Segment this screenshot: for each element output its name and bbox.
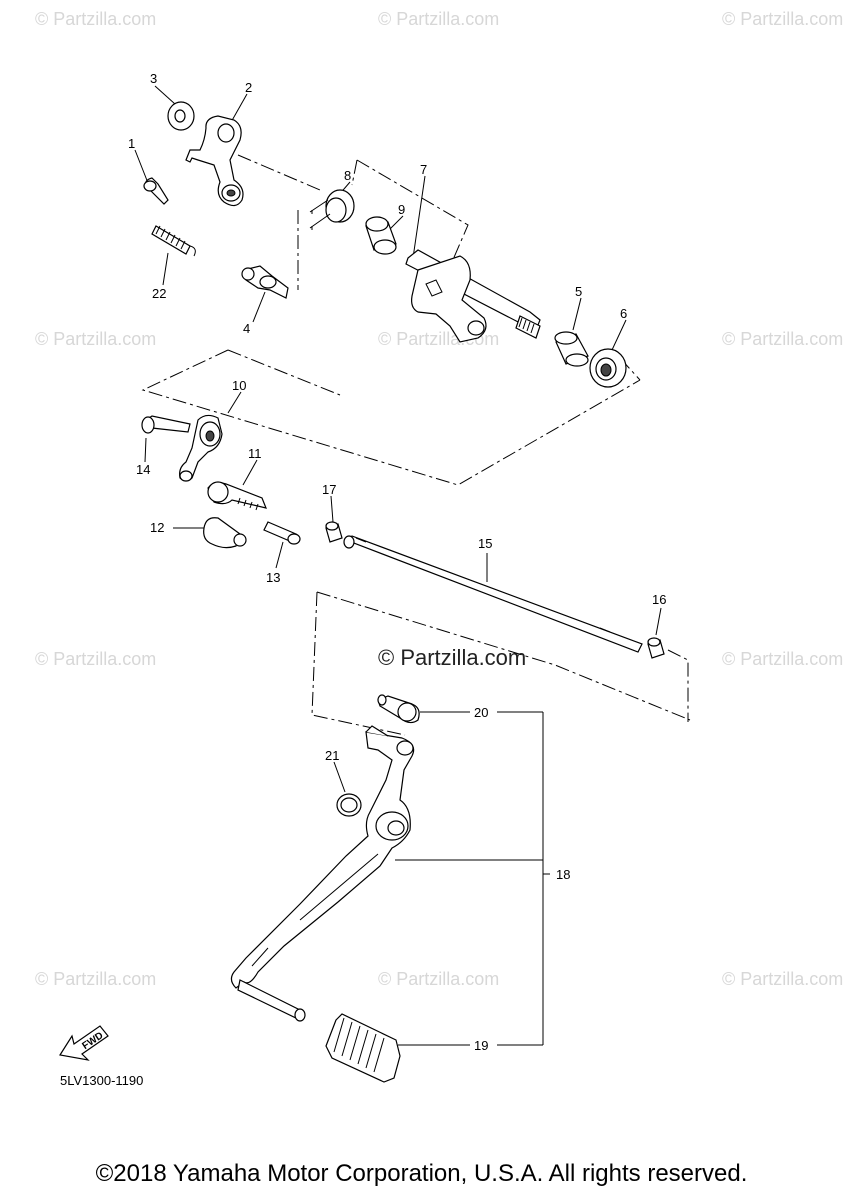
part-16-nut[interactable] bbox=[647, 637, 665, 659]
callout-8: 8 bbox=[344, 168, 351, 183]
copyright-notice: ©2018 Yamaha Motor Corporation, U.S.A. A… bbox=[95, 1160, 748, 1187]
callout-3: 3 bbox=[150, 71, 157, 86]
part-5-collar[interactable] bbox=[554, 331, 589, 367]
part-20-bolt[interactable] bbox=[377, 694, 420, 724]
part-2-stopper-lever[interactable] bbox=[185, 115, 244, 207]
part-8-spring[interactable] bbox=[309, 189, 355, 230]
callout-11: 11 bbox=[248, 446, 262, 461]
watermark-text: © Partzilla.com bbox=[35, 649, 156, 669]
callout-labels: 3 2 1 7 8 9 22 5 6 4 10 11 14 17 12 15 1… bbox=[128, 71, 666, 1053]
watermark-text: © Partzilla.com bbox=[722, 9, 843, 29]
part-6-oil-seal[interactable] bbox=[589, 348, 627, 388]
diagram-code: 5LV1300-1190 bbox=[60, 1073, 143, 1088]
watermarks: © Partzilla.com © Partzilla.com © Partzi… bbox=[35, 9, 843, 989]
watermark-text: © Partzilla.com bbox=[35, 969, 156, 989]
part-15-shift-rod[interactable] bbox=[343, 535, 643, 653]
callout-10: 10 bbox=[232, 378, 246, 393]
callout-9: 9 bbox=[398, 202, 405, 217]
callout-12: 12 bbox=[150, 520, 164, 535]
callout-22: 22 bbox=[152, 286, 166, 301]
callout-18: 18 bbox=[556, 867, 570, 882]
callout-7: 7 bbox=[420, 162, 427, 177]
callout-20: 20 bbox=[474, 705, 488, 720]
watermark-text: © Partzilla.com bbox=[378, 969, 499, 989]
callout-5: 5 bbox=[575, 284, 582, 299]
part-1-bolt[interactable] bbox=[143, 177, 169, 205]
callout-4: 4 bbox=[243, 321, 250, 336]
callout-2: 2 bbox=[245, 80, 252, 95]
part-19-pedal-rubber[interactable] bbox=[325, 1013, 401, 1083]
part-10-shift-arm[interactable] bbox=[179, 414, 223, 482]
watermark-text: © Partzilla.com bbox=[35, 329, 156, 349]
part-9-collar[interactable] bbox=[365, 216, 397, 255]
callout-13: 13 bbox=[266, 570, 280, 585]
part-18-shift-pedal[interactable] bbox=[230, 725, 415, 1022]
callout-17: 17 bbox=[322, 482, 336, 497]
watermark-center-text: © Partzilla.com bbox=[378, 645, 526, 670]
part-11-joint[interactable] bbox=[207, 481, 267, 511]
callout-6: 6 bbox=[620, 306, 627, 321]
part-22-spring[interactable] bbox=[151, 225, 196, 257]
part-12-cover[interactable] bbox=[203, 517, 247, 549]
callout-21: 21 bbox=[325, 748, 339, 763]
callout-14: 14 bbox=[136, 462, 150, 477]
part-7-shift-shaft[interactable] bbox=[405, 249, 541, 343]
watermark-text: © Partzilla.com bbox=[722, 969, 843, 989]
watermark-text: © Partzilla.com bbox=[35, 9, 156, 29]
callout-19: 19 bbox=[474, 1038, 488, 1053]
callout-15: 15 bbox=[478, 536, 492, 551]
fwd-arrow-icon: FWD bbox=[59, 1025, 109, 1061]
part-14-bolt[interactable] bbox=[141, 415, 191, 434]
leader-lines bbox=[134, 85, 662, 1046]
watermark-text: © Partzilla.com bbox=[378, 9, 499, 29]
callout-16: 16 bbox=[652, 592, 666, 607]
part-21-o-ring[interactable] bbox=[336, 793, 362, 817]
part-13-nut-rod[interactable] bbox=[263, 521, 301, 545]
part-17-joint-end[interactable] bbox=[325, 521, 343, 543]
callout-1: 1 bbox=[128, 136, 135, 151]
part-4-stud-bolt[interactable] bbox=[241, 265, 289, 299]
watermark-text: © Partzilla.com bbox=[722, 649, 843, 669]
watermark-text: © Partzilla.com bbox=[722, 329, 843, 349]
part-3-washer[interactable] bbox=[167, 101, 195, 131]
